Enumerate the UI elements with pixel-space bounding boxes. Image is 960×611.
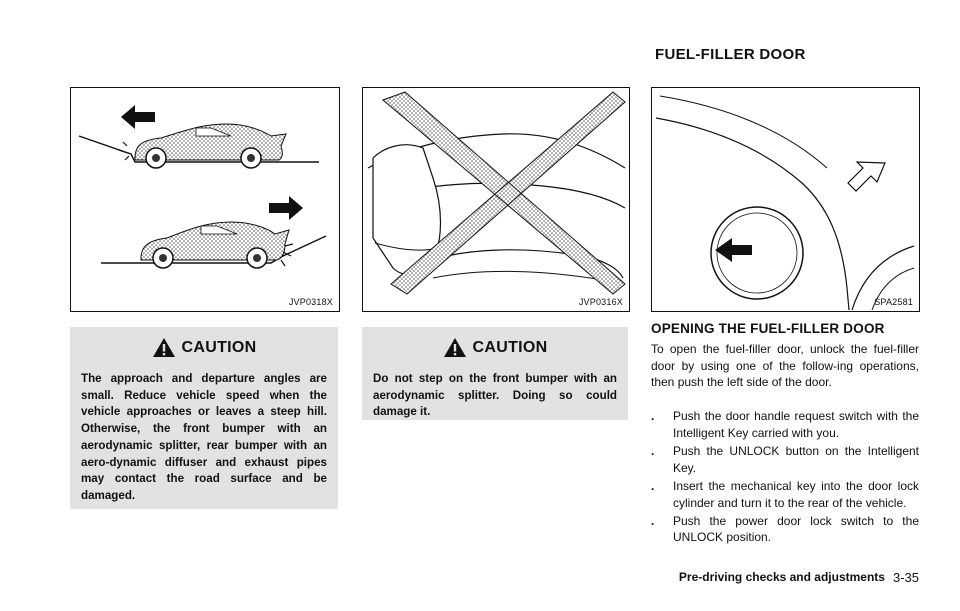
caution-text: Do not step on the front bumper with an … (373, 372, 617, 419)
approach-departure-illustration (78, 105, 327, 269)
list-item: . Push the UNLOCK button on the Intellige… (651, 443, 919, 476)
push-arrow-icon (715, 238, 752, 262)
warning-triangle-icon (443, 338, 466, 357)
prohibition-x-icon (382, 91, 626, 295)
arrow-left-icon (121, 105, 155, 129)
bullet-icon: . (651, 478, 655, 493)
bullet-icon: . (651, 443, 655, 458)
fuel-filler-door-illustration (655, 95, 915, 311)
open-direction-arrow-icon (847, 161, 886, 192)
list-item: . Push the power door lock switch to the … (651, 513, 919, 546)
list-item-text: Insert the mechanical key into the door … (673, 478, 919, 510)
figure-approach-departure: JVP0318X (70, 87, 340, 312)
figure-do-not-step: JVP0316X (362, 87, 630, 312)
intro-paragraph: To open the fuel-filler door, unlock the… (651, 342, 919, 390)
list-item-text: Push the door handle request switch with… (673, 409, 919, 440)
subheading-opening-fuel-door: OPENING THE FUEL-FILLER DOOR (651, 321, 885, 336)
caution-box-approach: CAUTION The approach and departure angle… (70, 327, 338, 509)
caution-text: The approach and departure angles are sm… (81, 372, 327, 502)
figure-label: SPA2581 (874, 297, 913, 307)
do-not-step-illustration (367, 91, 626, 295)
page-number: 3-35 (892, 570, 919, 585)
list-item: . Push the door handle request switch wit… (651, 408, 919, 441)
list-item-text: Push the power door lock switch to the U… (673, 513, 919, 545)
arrow-right-icon (269, 196, 303, 220)
figure-fuel-filler-door: SPA2581 (651, 87, 920, 312)
bullet-icon: . (651, 409, 655, 423)
figure-label: JVP0318X (288, 297, 333, 307)
footer-section-name: Pre-driving checks and adjustments (678, 570, 885, 584)
caution-header: CAUTION (70, 337, 338, 358)
caution-title: CAUTION (472, 338, 548, 356)
figure-label: JVP0316X (578, 297, 623, 307)
page-footer: Pre-driving checks and adjustments 3-35 (651, 570, 919, 585)
operations-list: . Push the door handle request switch wit… (651, 408, 919, 548)
caution-header: CAUTION (362, 337, 628, 358)
caution-title: CAUTION (181, 338, 257, 356)
fuel-door (710, 206, 804, 300)
warning-triangle-icon (152, 338, 175, 357)
list-item: . Insert the mechanical key into the door… (651, 478, 919, 511)
list-item-text: Push the UNLOCK button on the Intelligen… (673, 443, 919, 475)
caution-box-bumper: CAUTION Do not step on the front bumper … (362, 327, 628, 420)
bullet-icon: . (651, 513, 655, 528)
section-title: FUEL-FILLER DOOR (655, 46, 806, 63)
